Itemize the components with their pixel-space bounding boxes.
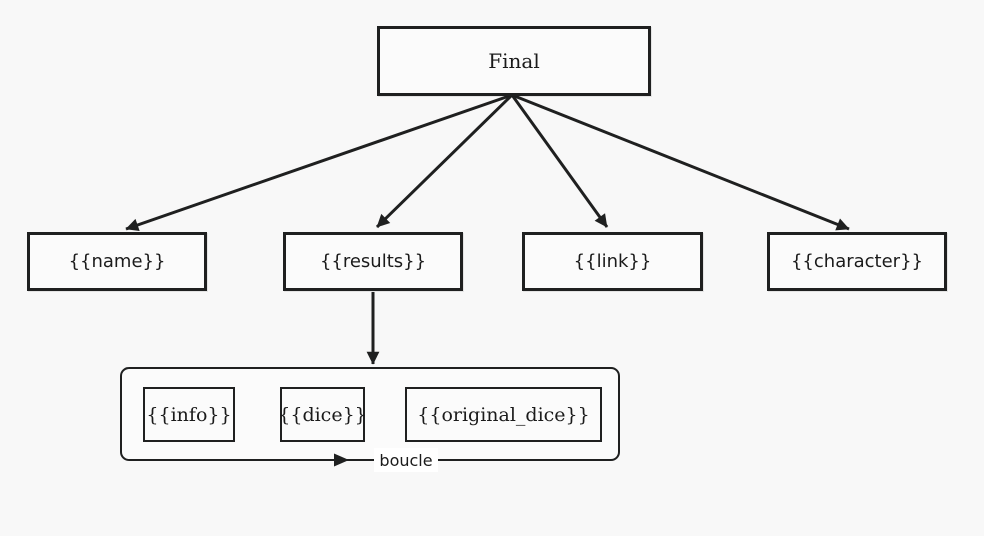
- node-results-label: {{results}}: [319, 251, 427, 272]
- node-name-label: {{name}}: [68, 251, 166, 272]
- node-info: {{info}}: [143, 387, 235, 442]
- node-results: {{results}}: [283, 232, 463, 291]
- edge-final-results: [375, 93, 514, 229]
- node-character: {{character}}: [767, 232, 947, 291]
- edge-final-link: [510, 94, 609, 228]
- node-name: {{name}}: [27, 232, 207, 291]
- node-dice: {{dice}}: [278, 387, 367, 442]
- node-original-dice: {{original_dice}}: [405, 387, 602, 442]
- loop-label: boucle: [374, 448, 438, 472]
- node-final: Final: [377, 26, 651, 96]
- edge-final-name: [125, 93, 513, 232]
- node-info-label: {{info}}: [146, 403, 232, 426]
- node-link: {{link}}: [522, 232, 703, 291]
- loop-arrowhead-icon: [334, 453, 349, 467]
- node-link-label: {{link}}: [573, 251, 652, 272]
- node-final-label: Final: [488, 49, 540, 73]
- edge-final-character: [511, 93, 850, 231]
- node-character-label: {{character}}: [790, 251, 923, 272]
- node-dice-label: {{dice}}: [278, 403, 367, 426]
- loop-label-text: boucle: [379, 450, 433, 470]
- node-original-dice-label: {{original_dice}}: [417, 403, 590, 426]
